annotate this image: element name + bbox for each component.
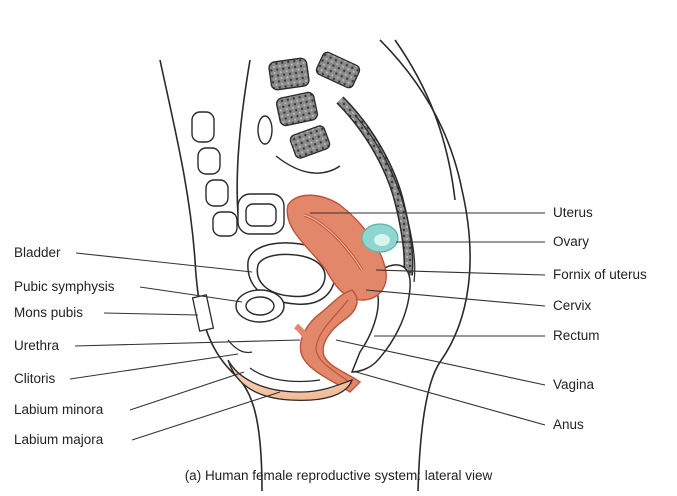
label-clitoris: Clitoris <box>14 371 55 387</box>
label-urethra: Urethra <box>14 338 59 354</box>
label-vagina: Vagina <box>553 377 594 393</box>
ovary <box>362 224 398 252</box>
label-ovary: Ovary <box>553 234 589 250</box>
figure-caption: (a) Human female reproductive system: la… <box>0 468 677 483</box>
label-labium-minora: Labium minora <box>14 402 103 418</box>
label-labium-majora: Labium majora <box>14 432 103 448</box>
label-rectum: Rectum <box>553 328 600 344</box>
pubic-symphysis <box>236 290 284 322</box>
vagina <box>296 290 360 392</box>
label-fornix-of-uterus: Fornix of uterus <box>553 267 647 283</box>
label-mons-pubis: Mons pubis <box>14 305 83 321</box>
label-cervix: Cervix <box>553 298 591 314</box>
label-anus: Anus <box>553 417 584 433</box>
label-pubic-symphysis: Pubic symphysis <box>14 279 115 295</box>
label-uterus: Uterus <box>553 205 593 221</box>
label-bladder: Bladder <box>14 245 61 261</box>
